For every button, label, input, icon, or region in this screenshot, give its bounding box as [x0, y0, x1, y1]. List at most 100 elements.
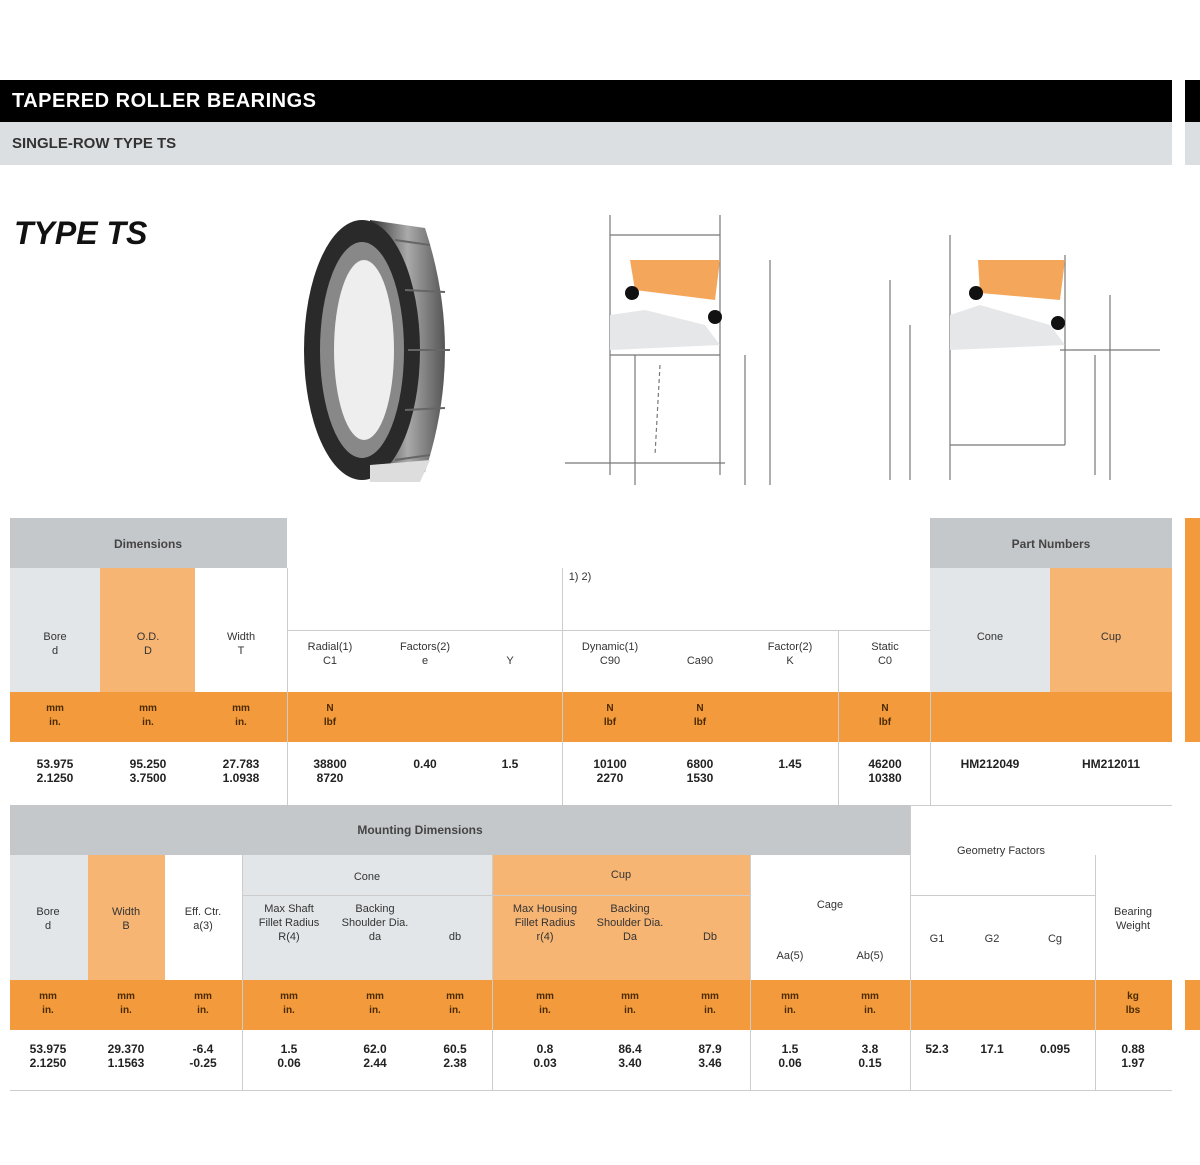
cell-value: 0.40 [413, 757, 437, 771]
column-unit: mm in. [446, 991, 464, 1016]
column-unit: mm in. [117, 991, 135, 1016]
column-unit: mm in. [46, 703, 64, 728]
bearing-image [304, 220, 450, 482]
cell-value: HM212049 [960, 757, 1020, 771]
column-unit: N lbf [603, 703, 617, 728]
divider [562, 568, 563, 805]
column-header: Db [702, 931, 718, 943]
column-header: G1 [929, 933, 945, 945]
cell-value: 6800 1530 [686, 757, 714, 785]
column-unit: N lbf [878, 703, 892, 728]
cell-value: 1.5 [501, 757, 519, 771]
column-header: Cg [1047, 933, 1063, 945]
cell-value: 95.250 3.7500 [129, 757, 167, 785]
cell-value: 0.095 [1039, 1042, 1071, 1056]
type-label: TYPE TS [14, 215, 148, 251]
cell-value: 17.1 [980, 1042, 1004, 1056]
cell-value: 38800 8720 [313, 757, 347, 785]
column-header: Aa(5) [776, 950, 804, 962]
header-cell [10, 568, 100, 692]
column-unit: N lbf [323, 703, 337, 728]
divider [242, 855, 243, 1090]
divider [910, 805, 911, 855]
divider [750, 855, 751, 1090]
column-header: Eff. Ctr. a(3) [184, 906, 222, 932]
header-cell [100, 568, 195, 692]
title-bar-edge [1185, 80, 1200, 122]
cell-value: 3.8 0.15 [858, 1042, 882, 1070]
column-unit: mm in. [39, 991, 57, 1016]
subgroup-title: Cage [816, 899, 844, 911]
cell-value: 62.0 2.44 [363, 1042, 387, 1070]
column-header: Static C0 [871, 641, 899, 667]
cell-value: 53.975 2.1250 [36, 757, 74, 785]
column-header: Width T [226, 631, 256, 657]
column-unit: mm in. [366, 991, 384, 1016]
cell-value: 1.5 0.06 [778, 1042, 802, 1070]
column-header: Backing Shoulder Dia. Da [596, 903, 664, 943]
column-header: Width B [111, 906, 141, 932]
column-header: Cup [1100, 631, 1122, 643]
divider [287, 568, 288, 805]
units-row-edge [1185, 980, 1200, 1030]
column-unit: mm in. [701, 991, 719, 1016]
header-group [10, 805, 910, 855]
header-cell [242, 855, 492, 980]
column-header: Dynamic(1) C90 [581, 641, 639, 667]
column-unit: mm in. [536, 991, 554, 1016]
column-unit: mm in. [861, 991, 879, 1016]
divider [838, 630, 839, 805]
cell-value: 10100 2270 [593, 757, 627, 785]
cross-section-drawing-left [565, 215, 771, 485]
column-header: Bearing Weight [1114, 906, 1152, 932]
divider [242, 895, 750, 896]
column-header: Ca90 [686, 655, 714, 667]
column-unit: mm in. [139, 703, 157, 728]
column-unit: mm in. [194, 991, 212, 1016]
header-cell [492, 855, 750, 980]
column-header: Bore d [36, 906, 60, 932]
page-title: TAPERED ROLLER BEARINGS [0, 80, 1172, 122]
cell-value: 87.9 3.46 [698, 1042, 722, 1070]
column-unit: mm in. [232, 703, 250, 728]
subtitle-bar-edge [1185, 122, 1200, 165]
divider [910, 855, 911, 1090]
subgroup-title: Geometry Factors [956, 845, 1046, 857]
column-header: db [448, 931, 462, 943]
column-unit: kg lbs [1125, 991, 1141, 1016]
header-group [10, 518, 287, 568]
cell-value: 27.783 1.0938 [222, 757, 260, 785]
column-unit: mm in. [781, 991, 799, 1016]
column-header: Max Shaft Fillet Radius R(4) [258, 903, 320, 943]
header-group [930, 518, 1172, 568]
column-header: Cone [976, 631, 1004, 643]
units-row-edge [1185, 518, 1200, 742]
column-unit: mm in. [621, 991, 639, 1016]
note: 1) 2) [568, 571, 592, 583]
column-header: Factor(2) K [767, 641, 813, 667]
column-header: Max Housing Fillet Radius r(4) [512, 903, 578, 943]
cell-value: 1.45 [778, 757, 802, 771]
cell-value: 60.5 2.38 [443, 1042, 467, 1070]
page-subtitle: SINGLE-ROW TYPE TS [0, 122, 1172, 165]
header-cell [930, 568, 1050, 692]
cell-value: 46200 10380 [868, 757, 902, 785]
header-cell [1050, 568, 1172, 692]
subgroup-title: Cup [610, 869, 632, 881]
cross-section-drawing-right [889, 235, 1160, 480]
column-header: Bore d [43, 631, 67, 657]
cell-value: 52.3 [925, 1042, 949, 1056]
cell-value: -6.4 -0.25 [189, 1042, 217, 1070]
column-unit: mm in. [280, 991, 298, 1016]
column-header: Factors(2) e [399, 641, 451, 667]
column-header: G2 [984, 933, 1000, 945]
column-header: Backing Shoulder Dia. da [341, 903, 409, 943]
units-row [10, 980, 1172, 1030]
column-unit: N lbf [693, 703, 707, 728]
cell-value: 1.5 0.06 [277, 1042, 301, 1070]
divider [10, 1090, 1172, 1091]
header-cell [10, 855, 88, 980]
group-title: Dimensions [113, 537, 183, 551]
divider [287, 630, 930, 631]
